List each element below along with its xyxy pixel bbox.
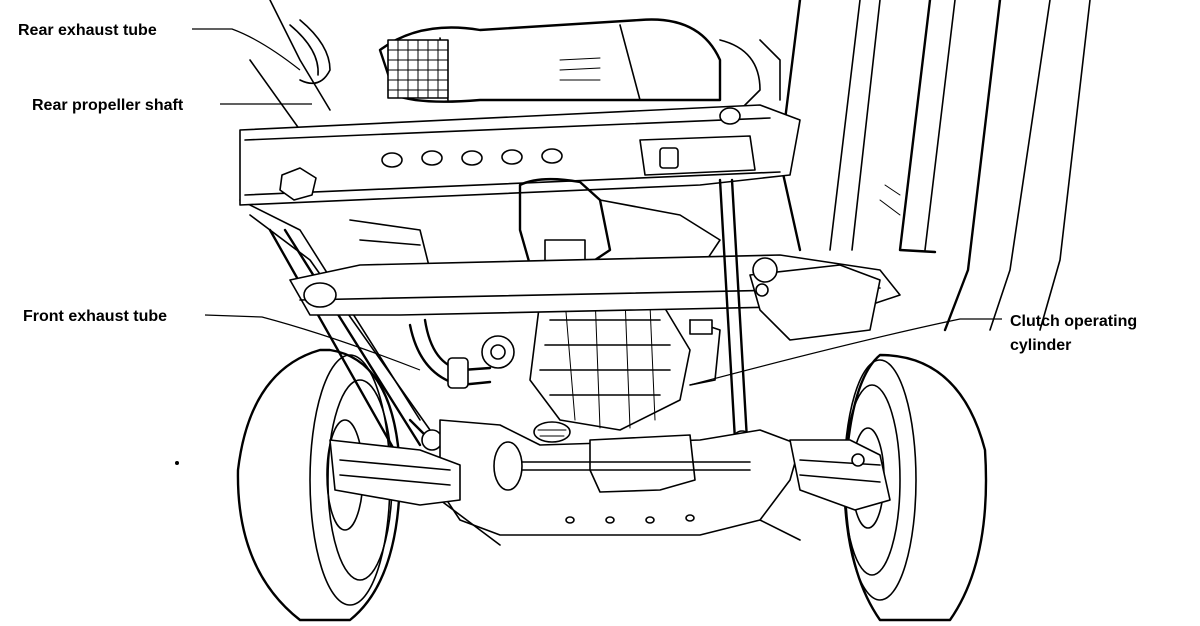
front-axle <box>439 419 801 546</box>
left-wheel <box>236 348 461 622</box>
right-body-panel <box>778 0 1091 332</box>
rear-exhaust-assembly <box>289 18 781 111</box>
callout-front-exhaust-tube: Front exhaust tube <box>23 308 167 325</box>
leader-lines <box>192 28 1002 386</box>
transmission <box>349 177 721 431</box>
leader-front-exhaust-tube <box>204 314 421 371</box>
callouts: Rear exhaust tube Rear propeller shaft F… <box>18 22 1137 354</box>
right-wheel <box>789 353 988 622</box>
upper-crossmember <box>239 104 801 206</box>
callout-clutch-operating-cylinder-line1: Clutch operating <box>1010 313 1137 330</box>
stray-mark <box>175 461 179 465</box>
leader-clutch-operating-cylinder <box>689 318 1002 386</box>
lower-crossmember <box>289 254 901 341</box>
left-frame-rail <box>239 0 431 462</box>
callout-rear-exhaust-tube: Rear exhaust tube <box>18 22 157 39</box>
callout-clutch-operating-cylinder-line2: cylinder <box>1010 337 1071 354</box>
leader-rear-exhaust-tube <box>192 28 301 71</box>
front-exhaust-tube <box>408 318 492 389</box>
stabilizer-rods <box>408 178 752 451</box>
callout-rear-propeller-shaft: Rear propeller shaft <box>32 97 184 114</box>
